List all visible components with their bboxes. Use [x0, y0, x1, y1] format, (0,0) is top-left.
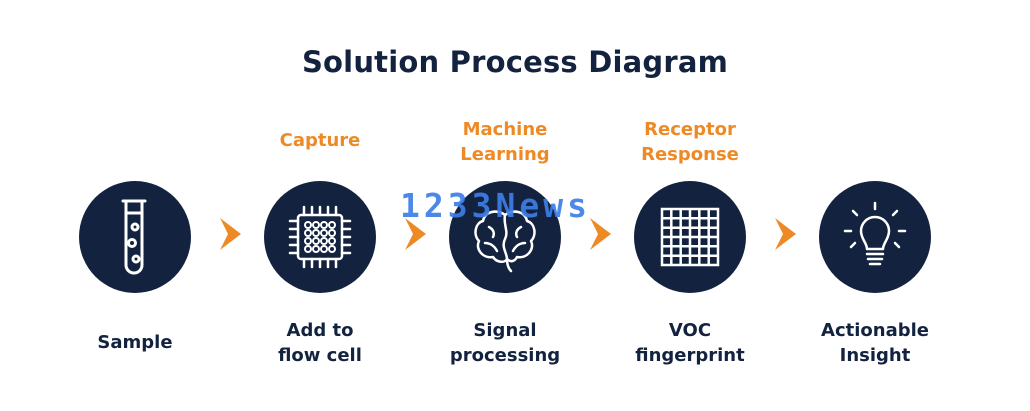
step-top-label: Machine Learning [460, 119, 550, 165]
step-receptor-response: Receptor Response VOC fingerprint [595, 0, 785, 411]
arrow-icon [400, 214, 430, 254]
arrow-icon [585, 214, 615, 254]
step-machine-learning: Machine Learning Signal processing [410, 0, 600, 411]
step-bottom-label: VOC fingerprint [635, 320, 745, 366]
step-capture: Capture Add to flow cell [225, 0, 415, 411]
step-actionable-insight: Actionable Insight [780, 0, 970, 411]
capture-circle [264, 181, 376, 293]
step-bottom-label: Actionable Insight [821, 320, 929, 366]
receptor-response-circle [634, 181, 746, 293]
step-bottom-label: Signal processing [449, 320, 561, 366]
step-sample: Sample [40, 0, 230, 411]
step-top-label: Receptor Response [641, 119, 739, 165]
arrow-icon [770, 214, 800, 254]
diagram-title: Solution Process Diagram [301, 45, 729, 79]
machine-learning-circle [449, 181, 561, 293]
step-bottom-label: Add to flow cell [278, 320, 362, 366]
step-top-label: Capture [279, 130, 361, 151]
grid-icon [660, 207, 720, 267]
step-bottom-label: Sample [97, 332, 173, 353]
watermark-text: 1233News [400, 186, 591, 225]
actionable-insight-circle [819, 181, 931, 293]
brain-icon [474, 210, 536, 273]
chip-icon [288, 205, 352, 269]
test-tube-icon [121, 199, 147, 275]
sample-circle [79, 181, 191, 293]
lightbulb-icon [843, 201, 907, 266]
arrow-icon [215, 214, 245, 254]
